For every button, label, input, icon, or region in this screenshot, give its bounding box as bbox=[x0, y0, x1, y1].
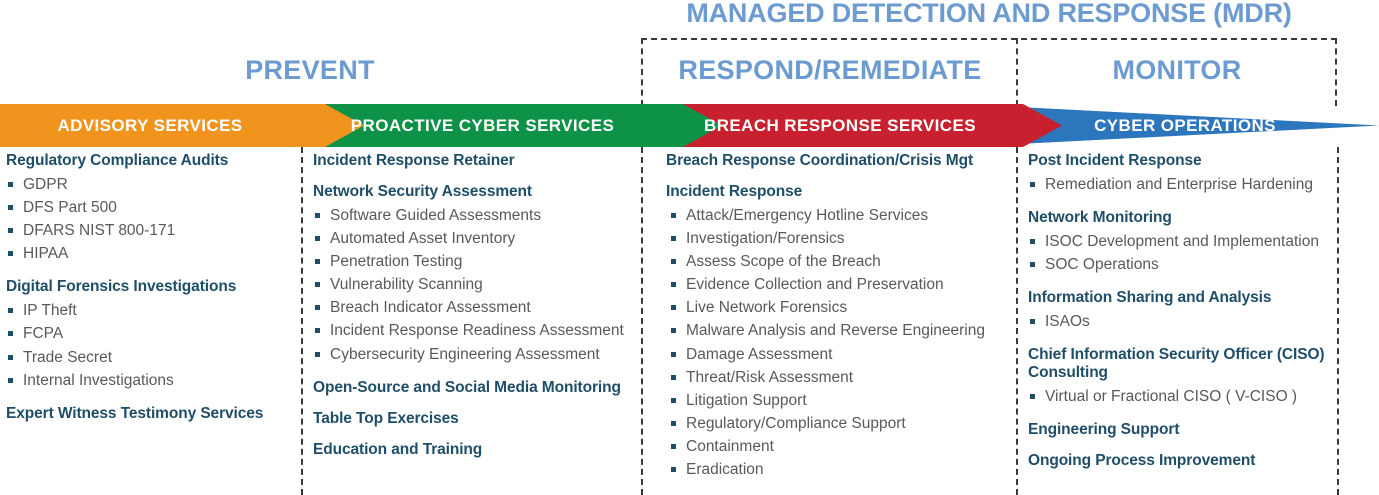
service-item: FCPA bbox=[6, 322, 296, 345]
process-arrow-banner bbox=[0, 104, 1379, 147]
banner-segment-breach-response bbox=[600, 104, 1062, 147]
service-item-list: Remediation and Enterprise Hardening bbox=[1028, 173, 1333, 196]
column-separator-4 bbox=[1337, 147, 1339, 495]
service-item: HIPAA bbox=[6, 242, 296, 265]
service-item: Containment bbox=[666, 435, 1011, 458]
service-item: DFARS NIST 800-171 bbox=[6, 219, 296, 242]
service-item: Litigation Support bbox=[666, 389, 1011, 412]
service-item: Internal Investigations bbox=[6, 369, 296, 392]
service-group-heading: Post Incident Response bbox=[1028, 152, 1202, 169]
service-group-heading: Breach Response Coordination/Crisis Mgt bbox=[666, 152, 974, 169]
mdr-title: MANAGED DETECTION AND RESPONSE (MDR) bbox=[686, 0, 1292, 28]
service-group-heading: Network Monitoring bbox=[1028, 209, 1172, 227]
service-group: Expert Witness Testimony Services bbox=[6, 405, 296, 423]
service-group-heading: Incident Response bbox=[666, 182, 803, 200]
service-item: IP Theft bbox=[6, 299, 296, 322]
service-group: Engineering Support bbox=[1028, 421, 1333, 439]
service-item: Software Guided Assessments bbox=[313, 204, 635, 227]
service-group: Breach Response Coordination/Crisis Mgt bbox=[666, 152, 1011, 170]
phase-label-monitor: MONITOR bbox=[1112, 55, 1242, 85]
service-item: Threat/Risk Assessment bbox=[666, 366, 1011, 389]
column-separator-2 bbox=[641, 147, 643, 495]
service-item: Assess Scope of the Breach bbox=[666, 250, 1011, 273]
service-item: Incident Response Readiness Assessment bbox=[313, 319, 635, 342]
service-group-heading: Engineering Support bbox=[1028, 421, 1180, 439]
service-group: Chief Information Security Officer (CISO… bbox=[1028, 346, 1333, 408]
service-item-list: Virtual or Fractional CISO ( V-CISO ) bbox=[1028, 385, 1333, 408]
column-separator-3 bbox=[1016, 147, 1018, 495]
service-group-heading: Incident Response Retainer bbox=[313, 152, 515, 169]
service-group-heading: Chief Information Security Officer (CISO… bbox=[1028, 346, 1325, 382]
service-group-heading: Information Sharing and Analysis bbox=[1028, 289, 1272, 307]
service-group: Open-Source and Social Media Monitoring bbox=[313, 379, 635, 397]
service-group-heading: Digital Forensics Investigations bbox=[6, 278, 237, 296]
banner-label-cyber-operations: CYBER OPERATIONS bbox=[1094, 116, 1276, 135]
service-item: Remediation and Enterprise Hardening bbox=[1028, 173, 1333, 196]
service-item: Virtual or Fractional CISO ( V-CISO ) bbox=[1028, 385, 1333, 408]
service-item: Damage Assessment bbox=[666, 343, 1011, 366]
service-group: Table Top Exercises bbox=[313, 410, 635, 428]
banner-segment-proactive-cyber bbox=[262, 104, 722, 147]
mdr-inner-divider bbox=[1016, 38, 1018, 106]
banner-segment-advisory-services bbox=[0, 104, 364, 147]
service-item: Regulatory/Compliance Support bbox=[666, 412, 1011, 435]
service-item: GDPR bbox=[6, 173, 296, 196]
service-item: DFS Part 500 bbox=[6, 196, 296, 219]
banner-segment-cyber-operations bbox=[960, 104, 1379, 147]
service-group-heading: Table Top Exercises bbox=[313, 409, 459, 427]
service-item-list: ISAOs bbox=[1028, 310, 1333, 333]
service-group-heading: Network Security Assessment bbox=[313, 182, 532, 200]
service-group: Incident Response Retainer bbox=[313, 152, 635, 170]
service-group-heading: Expert Witness Testimony Services bbox=[6, 404, 264, 422]
banner-label-advisory-services: ADVISORY SERVICES bbox=[57, 116, 243, 135]
service-item: ISAOs bbox=[1028, 310, 1333, 333]
service-item: Investigation/Forensics bbox=[666, 227, 1011, 250]
service-item: ISOC Development and Implementation bbox=[1028, 230, 1333, 253]
mdr-dashed-box bbox=[641, 38, 1337, 106]
service-group-heading: Regulatory Compliance Audits bbox=[6, 152, 229, 169]
phase-label-respond: RESPOND/REMEDIATE bbox=[678, 55, 982, 85]
service-group-heading: Open-Source and Social Media Monitoring bbox=[313, 378, 621, 396]
service-group: Digital Forensics Investigations IP Theft… bbox=[6, 278, 296, 391]
banner-label-proactive-cyber: PROACTIVE CYBER SERVICES bbox=[350, 116, 615, 135]
column-separator-1 bbox=[301, 147, 303, 495]
service-group: Ongoing Process Improvement bbox=[1028, 452, 1333, 470]
service-item: Vulnerability Scanning bbox=[313, 273, 635, 296]
service-item: Cybersecurity Engineering Assessment bbox=[313, 343, 635, 366]
banner-label-breach-response: BREACH RESPONSE SERVICES bbox=[704, 116, 976, 135]
service-item: Breach Indicator Assessment bbox=[313, 296, 635, 319]
service-item: Eradication bbox=[666, 458, 1011, 481]
service-item: Live Network Forensics bbox=[666, 296, 1011, 319]
service-group-heading: Ongoing Process Improvement bbox=[1028, 452, 1256, 470]
service-item: Automated Asset Inventory bbox=[313, 227, 635, 250]
service-item: Evidence Collection and Preservation bbox=[666, 273, 1011, 296]
service-item: Malware Analysis and Reverse Engineering bbox=[666, 319, 1011, 342]
service-item: Attack/Emergency Hotline Services bbox=[666, 204, 1011, 227]
phase-label-prevent: PREVENT bbox=[245, 55, 375, 85]
service-group: Education and Training bbox=[313, 441, 635, 459]
service-item: SOC Operations bbox=[1028, 253, 1333, 276]
service-item: Penetration Testing bbox=[313, 250, 635, 273]
service-item: Trade Secret bbox=[6, 346, 296, 369]
service-group-heading: Education and Training bbox=[313, 440, 483, 458]
